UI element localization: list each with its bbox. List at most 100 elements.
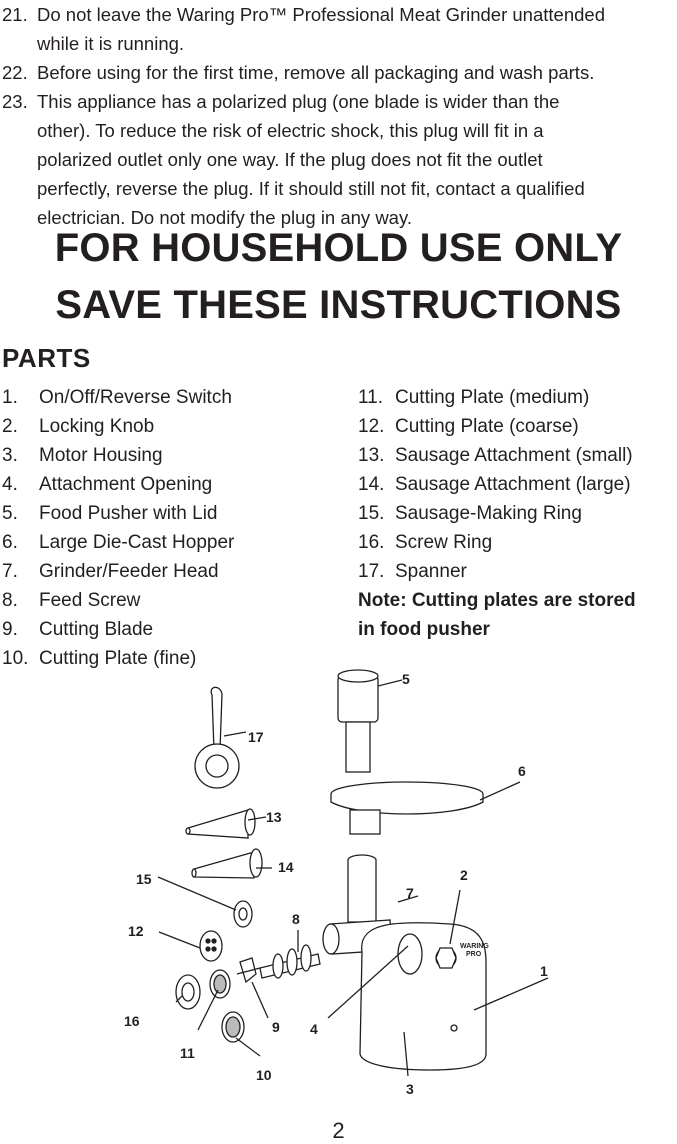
part-number: 6.	[2, 532, 18, 553]
part-number: 7.	[2, 561, 18, 582]
coarse-plate-illustration	[199, 930, 223, 962]
part-item: 3. Motor Housing	[2, 441, 234, 470]
callout-4: 4	[310, 1021, 318, 1037]
part-item: 14. Sausage Attachment (large)	[358, 470, 636, 499]
parts-list-left: 1. On/Off/Reverse Switch 2. Locking Knob 3…	[2, 383, 234, 673]
callout-9: 9	[272, 1019, 280, 1035]
instruction-text-line: while it is running.	[37, 33, 185, 54]
part-label: Sausage Attachment (large)	[395, 474, 631, 495]
part-item: 13. Sausage Attachment (small)	[358, 441, 636, 470]
part-item: 1. On/Off/Reverse Switch	[2, 383, 234, 412]
fine-plate-illustration	[221, 1011, 245, 1043]
part-item: 10. Cutting Plate (fine)	[2, 644, 234, 673]
instruction-number: 23.	[2, 91, 28, 112]
meat-grinder-diagram: WARING PRO 17 13 14 15 12 16 11 10 9 8 5	[124, 669, 549, 1097]
part-label: Motor Housing	[39, 445, 163, 466]
part-label: Sausage Attachment (small)	[395, 445, 633, 466]
storage-note: Note: Cutting plates are stored	[358, 590, 636, 611]
callout-14: 14	[278, 859, 294, 875]
part-item: 7. Grinder/Feeder Head	[2, 557, 234, 586]
part-number: 3.	[2, 445, 18, 466]
callout-3: 3	[406, 1081, 414, 1097]
part-item: 15.Sausage-Making Ring	[358, 499, 636, 528]
callout-6: 6	[518, 763, 526, 779]
part-label: Locking Knob	[39, 416, 155, 437]
callout-16: 16	[124, 1013, 140, 1029]
hopper-illustration	[330, 781, 484, 835]
part-label: Feed Screw	[39, 590, 141, 611]
part-number: 10.	[2, 648, 29, 669]
part-number: 16.	[358, 532, 385, 553]
instruction-item: 21. Do not leave the Waring Pro™ Profess…	[0, 0, 677, 58]
callout-10: 10	[256, 1067, 272, 1083]
part-label: On/Off/Reverse Switch	[39, 387, 232, 408]
callout-8: 8	[292, 911, 300, 927]
parts-list-right: 11.Cutting Plate (medium) 12. Cutting Pla…	[358, 383, 636, 644]
household-use-banner: FOR HOUSEHOLD USE ONLY	[54, 226, 623, 270]
part-item: 9. Cutting Blade	[2, 615, 234, 644]
instruction-item: 22. Before using for the first time, rem…	[0, 58, 677, 87]
instruction-text-line: polarized outlet only one way. If the pl…	[37, 149, 543, 170]
part-number: 5.	[2, 503, 18, 524]
instruction-item: 23. This appliance has a polarized plug …	[0, 87, 677, 232]
feed-screw-illustration	[259, 944, 321, 979]
part-number: 2.	[2, 416, 18, 437]
instruction-number: 22.	[2, 62, 28, 83]
part-label: Cutting Blade	[39, 619, 154, 640]
callout-2: 2	[460, 867, 468, 883]
instruction-text-line: This appliance has a polarized plug (one…	[37, 91, 560, 112]
part-item: 4. Attachment Opening	[2, 470, 234, 499]
instruction-text-line: electrician. Do not modify the plug in a…	[37, 207, 412, 228]
part-item: 5. Food Pusher with Lid	[2, 499, 234, 528]
screw-ring-illustration	[175, 974, 201, 1010]
part-label: Large Die-Cast Hopper	[39, 532, 235, 553]
part-label: Cutting Plate (fine)	[39, 648, 197, 669]
instruction-text-line: Do not leave the Waring Pro™ Professiona…	[37, 4, 605, 25]
callout-17: 17	[248, 729, 264, 745]
part-label: Spanner	[395, 561, 467, 582]
callout-leader-lines	[157, 679, 549, 1077]
small-sausage-attachment-illustration	[185, 808, 256, 839]
cutting-blade-illustration	[236, 957, 261, 984]
instruction-number: 21.	[2, 4, 28, 25]
part-label: Food Pusher with Lid	[39, 503, 218, 524]
callout-13: 13	[266, 809, 282, 825]
part-number: 4.	[2, 474, 18, 495]
part-number: 13.	[358, 445, 385, 466]
part-number: 1.	[2, 387, 18, 408]
part-number: 15.	[358, 503, 385, 524]
part-label: Grinder/Feeder Head	[39, 561, 219, 582]
callout-11: 11	[180, 1045, 195, 1061]
medium-plate-illustration	[209, 969, 231, 999]
instruction-list: 21. Do not leave the Waring Pro™ Profess…	[0, 0, 677, 232]
part-label: Attachment Opening	[39, 474, 213, 495]
part-number: 14.	[358, 474, 385, 495]
part-item: 2. Locking Knob	[2, 412, 234, 441]
part-number: 9.	[2, 619, 18, 640]
part-item: 16. Screw Ring	[358, 528, 636, 557]
part-number: 8.	[2, 590, 18, 611]
spanner-illustration	[194, 686, 240, 789]
part-label: Cutting Plate (medium)	[395, 387, 590, 408]
food-pusher-illustration	[337, 669, 379, 773]
brand-bottom-text: PRO	[466, 951, 482, 958]
save-instructions-banner: SAVE THESE INSTRUCTIONS	[55, 283, 622, 327]
part-item: 8. Feed Screw	[2, 586, 234, 615]
storage-note-continued: in food pusher	[358, 619, 490, 640]
large-sausage-attachment-illustration	[191, 848, 263, 879]
part-label: Screw Ring	[395, 532, 493, 553]
callout-7: 7	[406, 885, 414, 901]
instruction-text-line: Before using for the first time, remove …	[37, 62, 595, 83]
callout-15: 15	[136, 871, 152, 887]
parts-heading: PARTS	[2, 343, 91, 373]
part-number: 12.	[358, 416, 385, 437]
part-number: 17.	[358, 561, 385, 582]
part-item: 11.Cutting Plate (medium)	[358, 383, 636, 412]
instruction-text-line: perfectly, reverse the plug. If it shoul…	[37, 178, 585, 199]
callout-12: 12	[128, 923, 144, 939]
part-item: 17. Spanner	[358, 557, 636, 586]
callout-1: 1	[540, 963, 548, 979]
part-item: 6. Large Die-Cast Hopper	[2, 528, 234, 557]
part-label: Cutting Plate (coarse)	[395, 416, 579, 437]
instruction-text-line: other). To reduce the risk of electric s…	[37, 120, 544, 141]
